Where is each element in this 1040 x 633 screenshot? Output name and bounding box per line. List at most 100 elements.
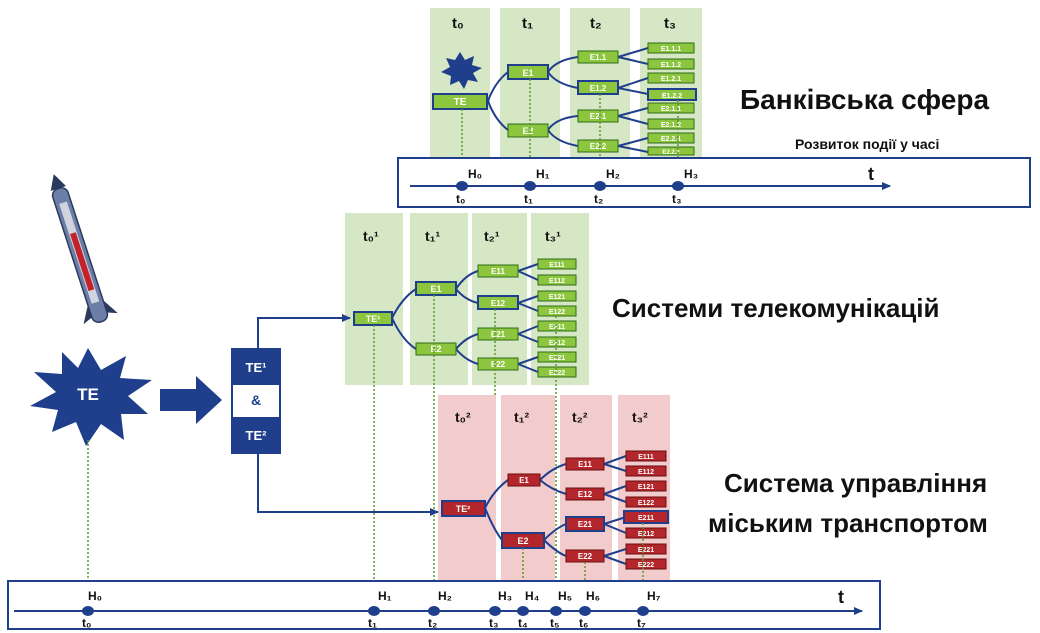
transport-node-label: E2 [517,536,528,546]
transport-node-l2 [565,457,605,471]
bottom-t-label: t₁ [368,616,377,630]
transport-node-label: E12 [578,490,593,499]
bottom-h-label: H₅ [558,589,572,603]
transport-tree-links [484,455,627,565]
bottom-h-label: H₁ [378,589,392,603]
arrow-right-icon [160,376,222,424]
banking-node-label: E1.1.2 [661,62,681,69]
telecom-node-l2 [477,295,519,310]
transport-node-label: E221 [638,547,654,554]
banking-root-label: TE [454,97,467,108]
banking-node-label: E1 [522,68,533,78]
banking-node-label: E2.2.2 [662,150,680,156]
banking-node-label: E1.2 [590,84,607,93]
transport-node-label: E21 [578,520,593,529]
banking-t-label: t₃ [672,192,682,206]
split-top-cell [232,349,280,385]
transport-node-label: E212 [638,531,654,538]
transport-col-label: t₂² [572,409,588,425]
telecom-node-label: E12 [491,299,506,308]
telecom-title: Системи телекомунікацій [612,293,940,323]
transport-node-l2 [565,516,605,532]
telecom-node-label: E111 [549,262,565,269]
bottom-axis-label: t [838,587,844,607]
banking-node-label: E2.1.1 [661,106,681,113]
banking-col-label: t₁ [522,15,533,32]
telecom-node-label: E22 [491,360,506,369]
banking-t-label: t₁ [524,192,533,206]
telecom-node-label: E1 [430,284,441,294]
banking-node-label: E2.2.1 [661,136,681,143]
telecom-node-label: E112 [549,278,565,285]
split-bottom-label: TE² [246,428,268,443]
banking-node-label: E2.1 [590,112,607,121]
banking-title: Банківська сфера [740,84,989,115]
split-top-label: TE¹ [246,360,267,375]
banking-section: t₀ t₁ t₂ t₃ TE E1 E2 E1.1 E1.2 [397,8,1031,208]
banking-node-label: E1.1 [590,53,607,62]
te-label: TE [77,385,99,404]
transport-root-label: TE² [456,504,471,514]
telecom-node-e1 [415,281,457,296]
transport-title-line1: Система управління [724,468,987,498]
explosion-icon [30,348,152,446]
telecom-node-e2 [415,342,457,356]
bottom-h-label: H₇ [647,589,661,603]
banking-node-l2 [577,109,619,123]
banking-node-label: E1.2.2 [662,93,682,100]
telecom-node-l2 [477,357,519,371]
banking-node-l2 [577,80,619,95]
transport-node-e1 [507,473,541,487]
bottom-t-label: t₅ [550,616,560,630]
banking-col-label: t₀ [452,15,464,32]
bottom-t-label: t₄ [518,616,528,630]
telecom-col-label: t₃¹ [545,228,561,244]
banking-t-label: t₂ [594,192,603,206]
telecom-node-label: E122 [549,309,565,316]
telecom-node-label: E222 [549,370,565,377]
telecom-tree-links [391,263,539,373]
banking-node-label: E1.2.1 [661,76,681,83]
telecom-section: t₀¹ t₁¹ t₂¹ t₃¹ TE¹ E1 E2 E11 E12 E21 E2… [345,213,940,611]
telecom-node-label: E212 [549,340,565,347]
telecom-node-label: E2 [430,344,441,354]
transport-level3-nodes: E111 E112 E121 E122 E211 E212 E221 E222 [623,450,669,570]
telecom-root-node [353,311,393,326]
bottom-h-label: H₃ [498,589,512,603]
bottom-axis: t H₀ H₁ H₂ H₃ H₄ H₅ H₆ H₇ t₀ t₁ t₂ t₃ t₄… [7,580,881,630]
telecom-col-label: t₀¹ [363,228,379,244]
telecom-time-links [373,295,557,611]
banking-tree-links [487,47,649,153]
banking-h-label: H₀ [468,167,482,181]
transport-node-label: E112 [638,469,654,476]
transport-node-label: E121 [638,484,654,491]
telecom-column [345,213,403,385]
telecom-column [410,213,468,385]
banking-h-label: H₃ [684,167,698,181]
transport-node-l2 [565,487,605,501]
transport-node-label: E211 [638,515,654,522]
bottom-t-label: t₃ [489,616,499,630]
transport-node-label: E11 [578,460,592,469]
banking-t-label: t₀ [456,192,465,206]
bottom-axis-box [7,580,881,630]
rocket-icon [50,174,118,325]
transport-column [501,395,555,603]
transport-col-label: t₃² [632,409,648,425]
banking-axis-label: t [868,164,874,184]
telecom-node-label: E221 [549,355,565,362]
telecom-node-label: E11 [491,267,505,276]
telecom-root-label: TE¹ [366,314,381,324]
arrow-to-telecom [257,314,351,349]
bottom-t-label: t₇ [637,616,646,630]
banking-node-l2 [577,50,619,64]
telecom-level3-nodes: E111 E112 E121 E122 E211 E212 E221 E222 [537,258,577,378]
transport-section: t₀² t₁² t₂² t₃² TE² E1 E2 E11 E12 E21 E2… [438,395,988,611]
banking-axis-box [397,157,1031,208]
banking-root-node [432,93,488,110]
bottom-axis-ticks [82,606,649,616]
telecom-node-label: E121 [549,294,565,301]
split-bottom-cell [232,417,280,453]
telecom-node-l2 [477,264,519,278]
